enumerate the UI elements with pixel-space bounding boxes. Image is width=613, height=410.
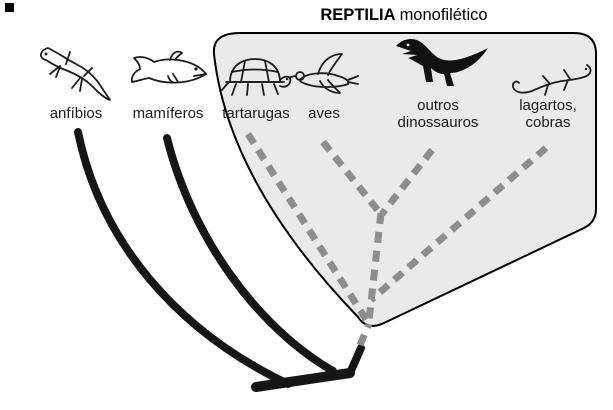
- flying-bird-icon: [289, 53, 359, 94]
- theropod-dinosaur-icon: [396, 38, 488, 86]
- corner-mark: [5, 3, 14, 12]
- mammal-lineage-line: [163, 134, 337, 375]
- root-stub-line: [346, 344, 365, 377]
- amphibian-lineage-line: [74, 128, 292, 388]
- label-aves: aves: [308, 105, 340, 122]
- turtle-icon: [221, 58, 292, 96]
- root-base-line: [251, 368, 355, 392]
- bird-lineage-line: [320, 139, 383, 216]
- dinosaur-lineage-line: [379, 147, 435, 217]
- title-reptilia: REPTILIA: [320, 6, 396, 24]
- lizard-icon: [511, 64, 592, 96]
- title-monophyletic: monofilético: [399, 6, 488, 24]
- label-lagartos-cobras: lagartos, cobras: [519, 97, 577, 131]
- label-outros-dinossauros: outros dinossauros: [397, 97, 479, 131]
- reptile-ancestor-stub-line: [356, 322, 373, 347]
- label-tartarugas: tartarugas: [222, 105, 290, 122]
- dolphin-icon: [130, 50, 207, 84]
- label-mamiferos: mamíferos: [132, 105, 204, 122]
- lizard-lineage-line: [368, 145, 549, 303]
- label-anfibios: anfíbios: [49, 105, 103, 122]
- amphibian-icon: [40, 47, 111, 101]
